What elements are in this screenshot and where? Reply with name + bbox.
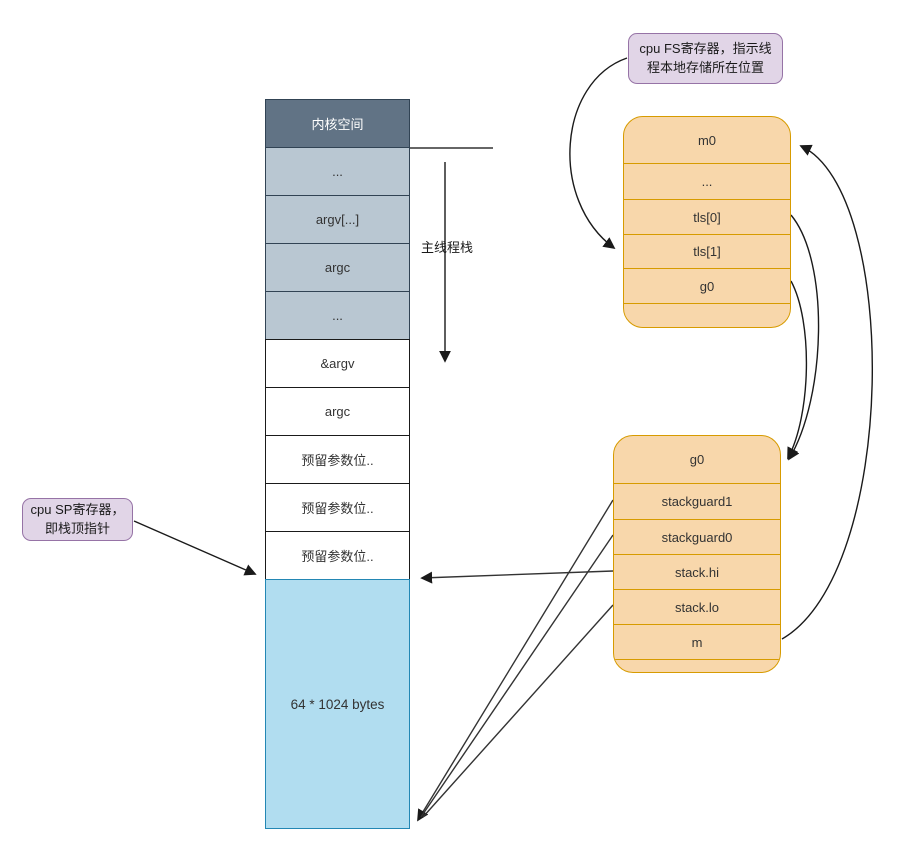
arrow-fs-to-tls1: [569, 57, 628, 250]
stack-size-box: 64 * 1024 bytes: [265, 579, 410, 829]
g0-row-stack-hi: stack.hi: [614, 554, 780, 589]
stack-row-argv-array: argv[...]: [265, 195, 410, 244]
fs-register-callout-line2: 程本地存储所在位置: [646, 59, 764, 75]
line-stacklo-to-stack-bottom: [422, 604, 614, 818]
stack-row-ellipsis: ...: [265, 291, 410, 340]
line-stackguard1-to-stack-bottom: [417, 499, 614, 822]
arrow-sp-to-stack-top: [133, 520, 257, 576]
m0-row-empty: [624, 303, 790, 326]
process-stack-column: 内核空间 ... argv[...] argc ... &argv argc 预…: [265, 99, 410, 580]
g0-row-stack-lo: stack.lo: [614, 589, 780, 624]
m0-row-m0: m0: [697, 132, 717, 148]
fs-register-callout: cpu FS寄存器，指示线 程本地存储所在位置: [628, 33, 783, 84]
stack-size-label: 64 * 1024 bytes: [290, 696, 385, 712]
sp-register-callout: cpu SP寄存器， 即栈顶指针: [22, 498, 133, 541]
main-thread-stack-label: 主线程栈: [420, 240, 473, 255]
sp-register-callout-line1: cpu SP寄存器，: [30, 502, 125, 518]
m0-struct-box: m0 ... tls[0] tls[1] g0: [623, 116, 791, 328]
stack-row-argc: argc: [265, 387, 410, 436]
stack-row-argc: argc: [265, 243, 410, 292]
m0-row-tls1: tls[1]: [624, 234, 790, 268]
g0-row-m: m: [614, 624, 780, 659]
line-stackguard0-to-stack-bottom: [420, 534, 614, 818]
g0-row-stackguard0: stackguard0: [614, 519, 780, 554]
arrow-stackhi-to-stack-top: [420, 570, 614, 584]
stack-row-argv-ptr: &argv: [265, 339, 410, 388]
m0-row-ellipsis: ...: [624, 163, 790, 199]
arrow-m-to-m0: [781, 144, 874, 640]
g0-row-g0: g0: [689, 452, 705, 467]
g0-struct-box: g0 stackguard1 stackguard0 stack.hi stac…: [613, 435, 781, 673]
arrow-tls0-to-g0: [788, 214, 820, 461]
fs-register-callout-line1: cpu FS寄存器，指示线: [639, 41, 772, 57]
g0-row-empty: [614, 659, 780, 671]
g0-row-stackguard1: stackguard1: [614, 483, 780, 519]
stack-row-reserved-param: 预留参数位..: [265, 531, 410, 580]
kernel-space-row: 内核空间: [265, 99, 410, 148]
stack-row-reserved-param: 预留参数位..: [265, 435, 410, 484]
stack-row-reserved-param: 预留参数位..: [265, 483, 410, 532]
stack-row-ellipsis: ...: [265, 147, 410, 196]
m0-row-tls0: tls[0]: [624, 199, 790, 234]
m0-row-g0: g0: [624, 268, 790, 303]
sp-register-callout-line2: 即栈顶指针: [44, 520, 110, 536]
